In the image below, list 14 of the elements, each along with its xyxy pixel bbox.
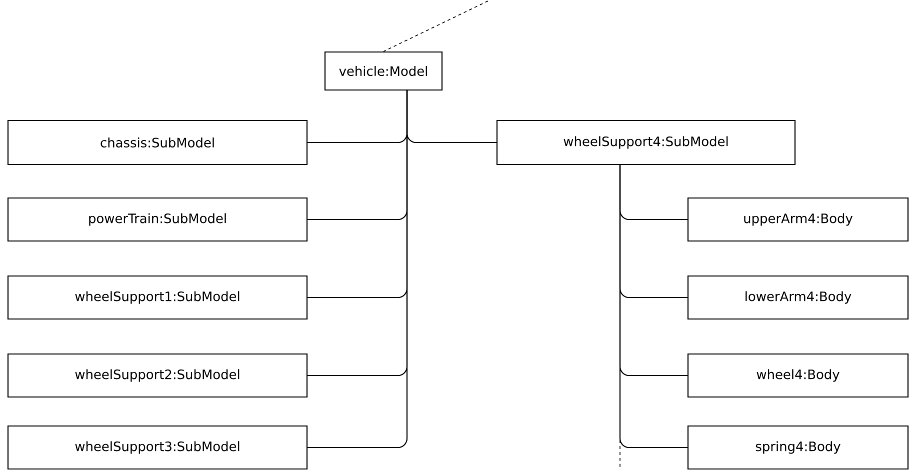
model-box: wheel4:Body <box>687 353 909 398</box>
tree-connector <box>406 90 496 144</box>
model-box: wheelSupport3:SubModel <box>7 425 308 470</box>
model-box: chassis:SubModel <box>7 120 308 166</box>
model-box: upperArm4:Body <box>687 197 909 242</box>
model-box: spring4:Body <box>687 425 909 470</box>
tree-connector <box>619 165 688 448</box>
model-box: wheelSupport4:SubModel <box>496 120 796 166</box>
model-box: vehicle:Model <box>324 51 443 91</box>
dashed-line <box>383 0 488 52</box>
model-box: wheelSupport1:SubModel <box>7 275 308 320</box>
model-box: powerTrain:SubModel <box>7 197 308 242</box>
model-box: wheelSupport2:SubModel <box>7 353 308 398</box>
model-box: lowerArm4:Body <box>687 275 909 320</box>
